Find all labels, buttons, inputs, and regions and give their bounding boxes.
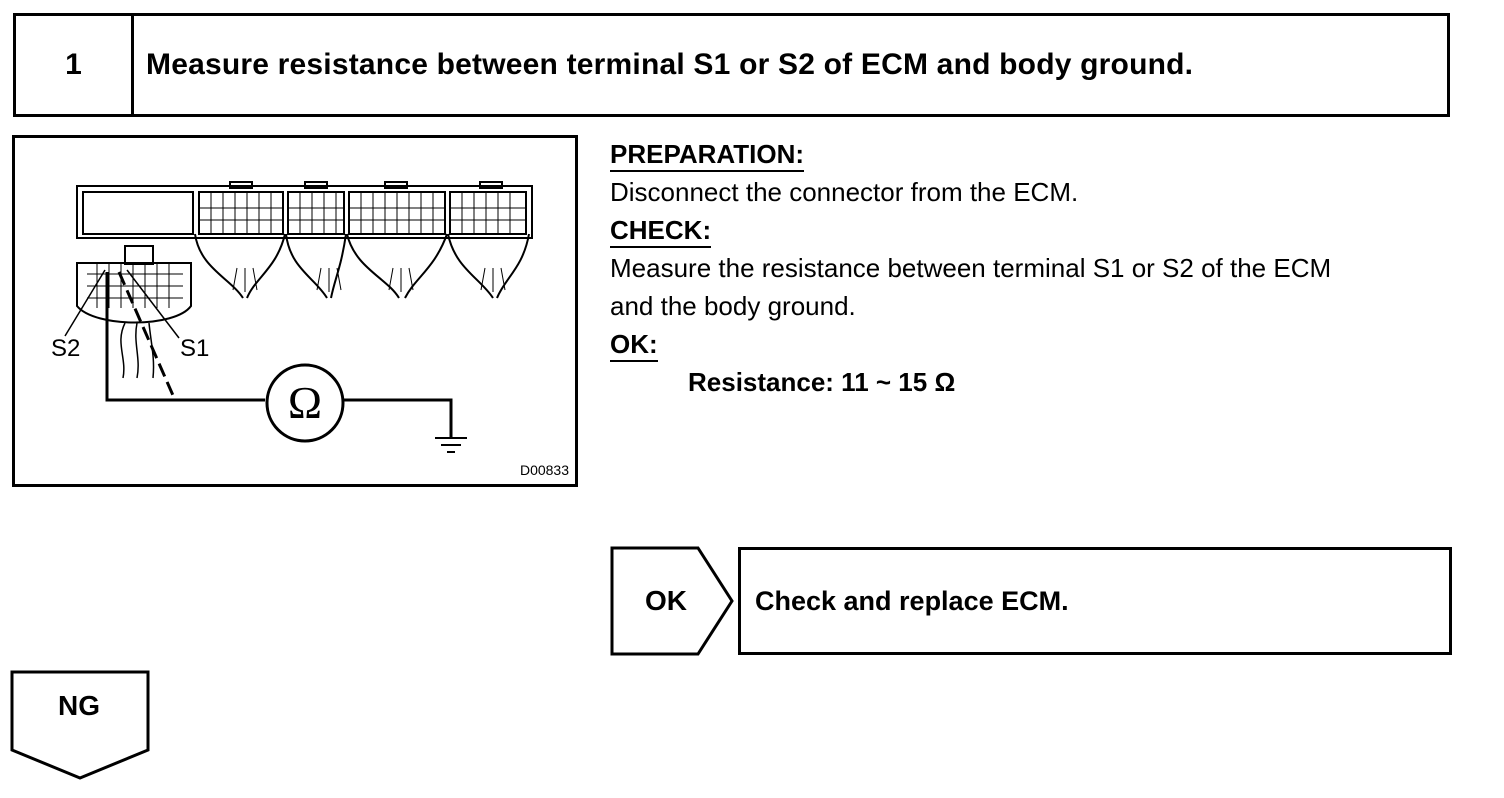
ohm-symbol: Ω	[288, 377, 322, 428]
step-title: Measure resistance between terminal S1 o…	[146, 48, 1194, 81]
ecm-connector-diagram: Ω S2 S1 D00833	[12, 135, 578, 487]
ok-spec: Resistance: 11 ~ 15 Ω	[688, 367, 956, 397]
ng-tag-label: NG	[58, 690, 100, 721]
step-header: 1 Measure resistance between terminal S1…	[13, 13, 1450, 117]
ohmmeter-icon	[265, 363, 345, 443]
ok-arrow-shape	[610, 546, 734, 656]
step-number: 1	[16, 16, 134, 114]
figure-code: D00833	[519, 462, 569, 478]
ok-heading: OK:	[610, 328, 658, 362]
check-text-line2: and the body ground.	[610, 291, 856, 321]
check-heading: CHECK:	[610, 214, 712, 248]
preparation-text: Disconnect the connector from the ECM.	[610, 177, 1079, 207]
instructions: PREPARATION: Disconnect the connector fr…	[610, 135, 1470, 401]
ok-action-box: Check and replace ECM.	[738, 547, 1452, 655]
preparation-heading: PREPARATION:	[610, 138, 805, 172]
connector-illustration: Ω	[64, 181, 533, 453]
terminal-label-s2: S2	[51, 335, 81, 362]
ok-tag-label: OK	[645, 585, 687, 616]
terminal-label-s1: S1	[180, 335, 210, 362]
ng-branch-tag: NG	[10, 670, 152, 782]
ok-branch-tag: OK	[610, 546, 735, 656]
check-text-line1: Measure the resistance between terminal …	[610, 253, 1332, 283]
ok-action-text: Check and replace ECM.	[755, 585, 1069, 616]
ng-arrow-shape	[10, 670, 150, 780]
